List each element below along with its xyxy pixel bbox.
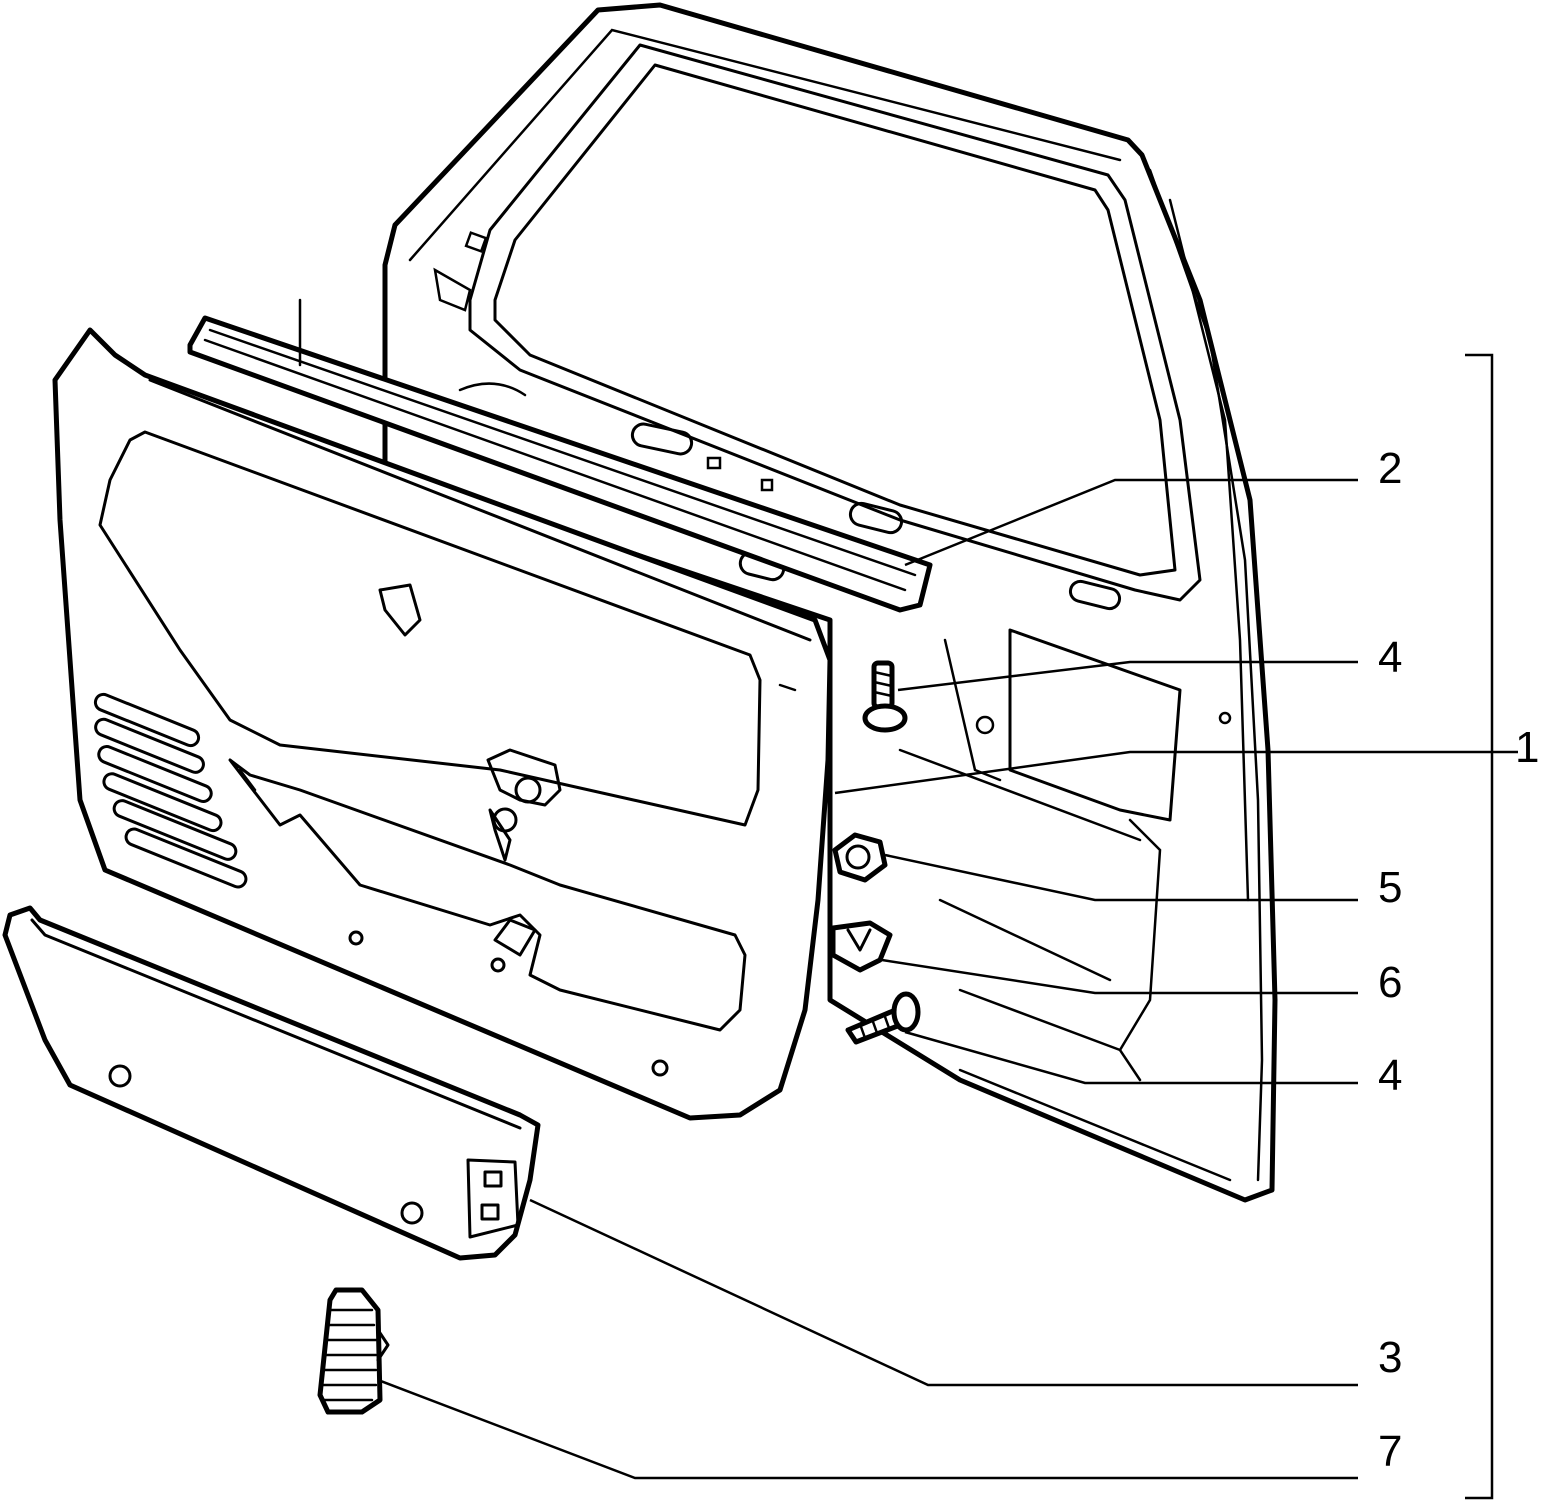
- callout-4-lower: 4: [1378, 1051, 1402, 1100]
- callout-2: 2: [1378, 444, 1402, 493]
- callout-labels: 2 4 1 5 6 4 3 7: [1378, 444, 1539, 1476]
- part-7-push-in-fastener: [317, 1287, 390, 1415]
- callout-6: 6: [1378, 958, 1402, 1007]
- callout-4-upper: 4: [1378, 633, 1402, 682]
- leader-7: [377, 1378, 1358, 1480]
- callout-3: 3: [1378, 1333, 1402, 1382]
- part-4-screw-upper: [862, 660, 908, 733]
- leader-lines: [377, 353, 1518, 1500]
- leader-4-lower: [904, 1030, 1358, 1085]
- callout-1: 1: [1515, 723, 1539, 772]
- leader-4-upper: [897, 660, 1358, 692]
- part-5-clip-nut: [832, 832, 888, 883]
- part-6-retainer-clip: [830, 920, 893, 973]
- leader-2: [904, 478, 1358, 567]
- part-1-door-trim-panel: [52, 327, 833, 1121]
- part-3-lower-pocket-panel: [2, 905, 541, 1261]
- callout-7: 7: [1378, 1427, 1402, 1476]
- leader-6: [881, 958, 1358, 995]
- leader-3: [529, 1198, 1358, 1387]
- leader-1: [834, 750, 1518, 795]
- leader-5: [884, 853, 1358, 902]
- part-4-screw-lower: [845, 991, 921, 1045]
- part-2-window-sill-strip: [187, 298, 933, 613]
- callout-5: 5: [1378, 863, 1402, 912]
- assembly-bracket: [1465, 353, 1494, 1500]
